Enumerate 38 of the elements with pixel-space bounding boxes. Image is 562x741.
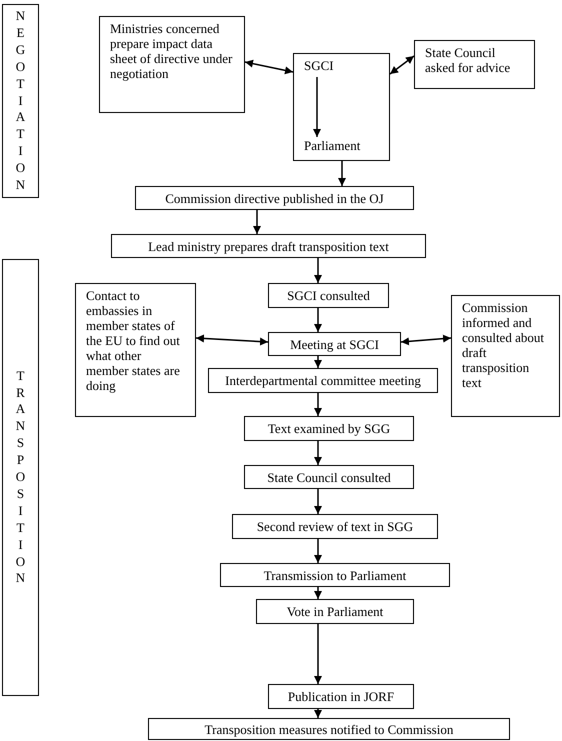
arrow <box>314 624 322 684</box>
arrow <box>313 77 321 137</box>
arrow <box>253 210 261 234</box>
box-text: Parliament <box>304 138 374 158</box>
process-box: Ministries concerned prepare impact data sheet of directive under negotiation <box>99 16 245 113</box>
process-box: Commission informed and consulted about draft transposition text <box>451 295 560 417</box>
arrow <box>196 334 268 346</box>
process-box: Contact to embassies in member states of the EU to find out what other member states are doing <box>75 283 196 417</box>
arrow <box>390 55 414 75</box>
phase-box: TRANSPOSITION <box>2 259 39 696</box>
process-box: Transposition measures notified to Commission <box>148 718 510 740</box>
process-box: Meeting at SGCI <box>268 332 401 356</box>
arrow <box>244 60 294 74</box>
arrow <box>314 587 322 599</box>
process-box: Vote in Parliament <box>256 599 414 624</box>
arrow <box>338 161 346 186</box>
arrow <box>314 393 322 416</box>
arrow <box>314 539 322 563</box>
process-box: Transmission to Parliament <box>220 563 450 587</box>
arrow <box>314 441 322 465</box>
phase-box: NEGOTIATION <box>2 4 39 198</box>
arrow <box>314 258 322 283</box>
process-box <box>293 53 390 161</box>
arrow <box>314 308 322 332</box>
process-box: Lead ministry prepares draft transposition text <box>111 234 426 258</box>
process-box: State Council consulted <box>244 465 414 489</box>
arrow <box>314 489 322 514</box>
process-box: Second review of text in SGG <box>232 514 438 539</box>
box-text: SGCI <box>304 58 344 78</box>
process-box: SGCI consulted <box>268 283 389 308</box>
process-box: Publication in JORF <box>268 684 414 709</box>
arrow <box>400 334 452 346</box>
arrow <box>314 709 322 718</box>
process-box: State Council asked for advice <box>414 40 535 89</box>
process-box: Interdepartmental committee meeting <box>208 368 438 393</box>
arrow <box>314 356 322 368</box>
process-box: Commission directive published in the OJ <box>135 186 414 210</box>
process-box: Text examined by SGG <box>244 416 414 441</box>
